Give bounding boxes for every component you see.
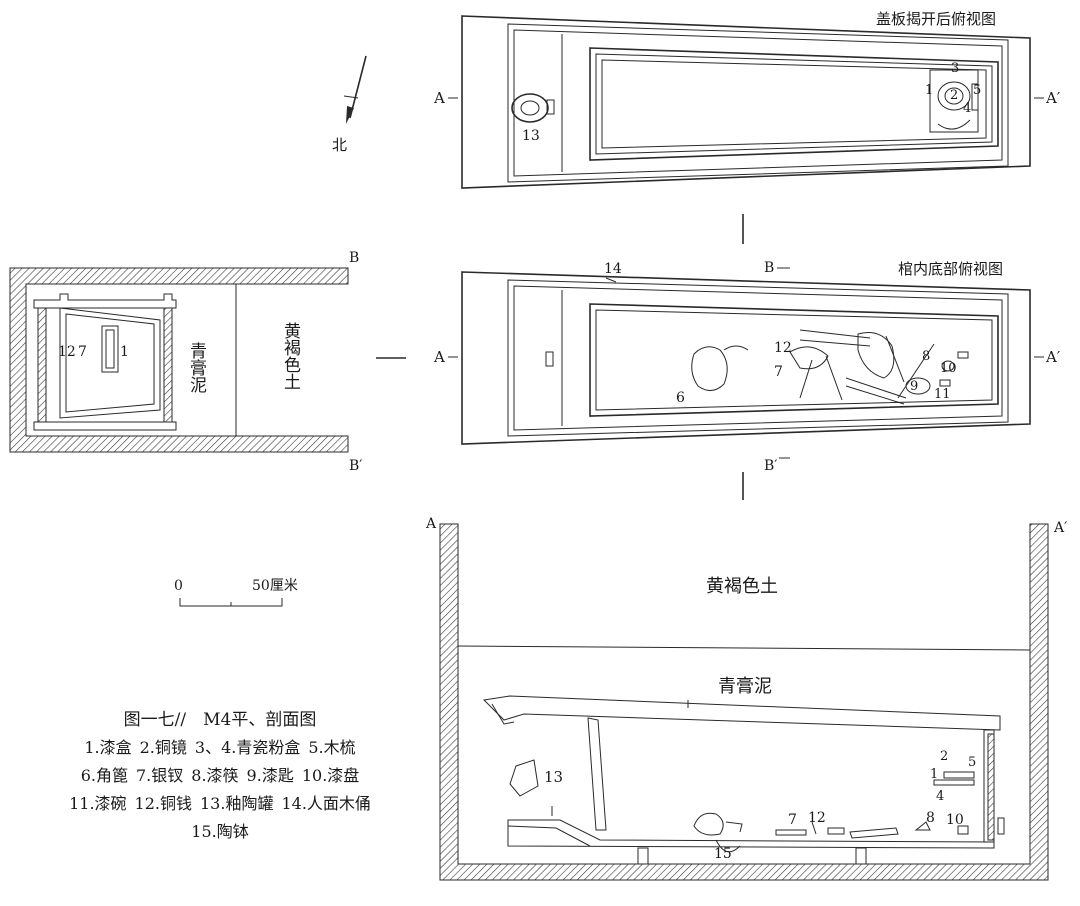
marker-7-section-b: 7	[78, 344, 87, 360]
marker-13: 13	[522, 128, 540, 144]
marker-11-bottom: 11	[934, 387, 951, 402]
label-a-section: A	[425, 516, 437, 532]
section-a: A A′ 黄褐色土 青膏泥 13 7 12 8 10 15	[425, 516, 1067, 881]
marker-1: 1	[925, 83, 933, 98]
marker-10-section-a: 10	[946, 812, 964, 828]
soil-yellow-section-a: 黄褐色土	[706, 576, 778, 597]
caption-item: 2.铜镜	[139, 738, 187, 757]
marker-5: 5	[973, 83, 981, 98]
caption-item: 1.漆盒	[84, 738, 132, 757]
marker-12-bottom: 12	[774, 340, 792, 356]
label-a-top: A	[433, 89, 445, 107]
caption-legend: 1.漆盒 2.铜镜 3、4.青瓷粉盒 5.木梳 6.角篦 7.银钗 8.漆筷 9.漆匙 10.漆…	[20, 734, 420, 846]
marker-2-section-a: 2	[940, 749, 948, 764]
marker-3: 3	[951, 61, 959, 76]
figure-caption: 图一七// M4平、剖面图 1.漆盒 2.铜镜 3、4.青瓷粉盒 5.木梳 6.角篦 7.…	[20, 706, 420, 846]
caption-item: 12.铜钱	[134, 794, 192, 813]
view-top-title: 盖板揭开后俯视图	[876, 10, 996, 28]
section-b: 1 12 7 B B′ 青膏泥 黄褐色土	[9, 250, 362, 474]
marker-12-section-a: 12	[808, 810, 826, 826]
label-a2-section: A′	[1053, 520, 1067, 536]
marker-4: 4	[963, 101, 971, 116]
label-b2-bottom: B′	[764, 458, 777, 474]
caption-item: 10.漆盘	[301, 766, 360, 785]
marker-1-section-a: 1	[930, 767, 938, 782]
marker-5-section-a: 5	[968, 755, 976, 770]
caption-row: 11.漆碗 12.铜钱 13.釉陶罐 14.人面木俑	[20, 790, 420, 818]
caption-item: 14.人面木俑	[281, 794, 371, 813]
marker-4-section-a: 4	[936, 789, 944, 804]
label-a2-bottom: A′	[1045, 348, 1061, 366]
caption-item: 3、4.青瓷粉盒	[194, 738, 301, 757]
caption-item: 11.漆碗	[69, 794, 127, 813]
marker-12-section-b: 12	[58, 344, 76, 360]
top-view: A A′ 13 3 1 2 5 4 盖板揭开后俯视图	[433, 10, 1061, 189]
bottom-view: B B′ A A′ 14 6 12 7 8 10 9 11 棺内底部俯视图	[433, 260, 1061, 474]
caption-item: 6.角篦	[80, 766, 128, 785]
caption-item: 15.陶钵	[191, 822, 249, 841]
caption-item: 13.釉陶罐	[200, 794, 274, 813]
label-b2-section: B′	[349, 458, 362, 474]
marker-7-section-a: 7	[788, 812, 797, 828]
marker-1-section-b: 1	[120, 344, 129, 360]
north-arrow: 北	[332, 55, 367, 154]
caption-row: 15.陶钵	[20, 818, 420, 846]
caption-row: 1.漆盒 2.铜镜 3、4.青瓷粉盒 5.木梳	[20, 734, 420, 762]
marker-13-section-a: 13	[544, 768, 563, 786]
marker-7-bottom: 7	[774, 364, 783, 380]
label-b-bottom: B	[764, 260, 774, 276]
caption-row: 6.角篦 7.银钗 8.漆筷 9.漆匙 10.漆盘	[20, 762, 420, 790]
marker-8-bottom: 8	[922, 349, 930, 364]
caption-title: 图一七// M4平、剖面图	[123, 710, 317, 730]
label-b-section: B	[349, 250, 359, 266]
caption-item: 9.漆匙	[246, 766, 294, 785]
marker-9-bottom: 9	[910, 379, 918, 394]
marker-14: 14	[604, 261, 622, 277]
soil-yellow-section-b: 黄褐色土	[280, 322, 301, 390]
caption-item: 5.木梳	[308, 738, 356, 757]
label-a-bottom: A	[433, 348, 445, 366]
marker-6: 6	[676, 390, 685, 406]
scale-end: 50厘米	[252, 578, 298, 594]
marker-2: 2	[950, 88, 958, 103]
caption-item: 8.漆筷	[191, 766, 239, 785]
marker-15-section-a: 15	[714, 846, 732, 862]
view-bottom-title: 棺内底部俯视图	[898, 260, 1003, 278]
caption-item: 7.银钗	[135, 766, 184, 785]
soil-blue-section-b: 青膏泥	[186, 342, 207, 394]
marker-8-section-a: 8	[926, 810, 935, 826]
north-label: 北	[332, 136, 347, 154]
scale-zero: 0	[174, 578, 183, 594]
soil-blue-section-a: 青膏泥	[718, 675, 772, 697]
scale-bar: 0 50厘米	[174, 578, 298, 607]
marker-10-bottom: 10	[940, 361, 957, 376]
label-a2-top: A′	[1045, 89, 1061, 107]
